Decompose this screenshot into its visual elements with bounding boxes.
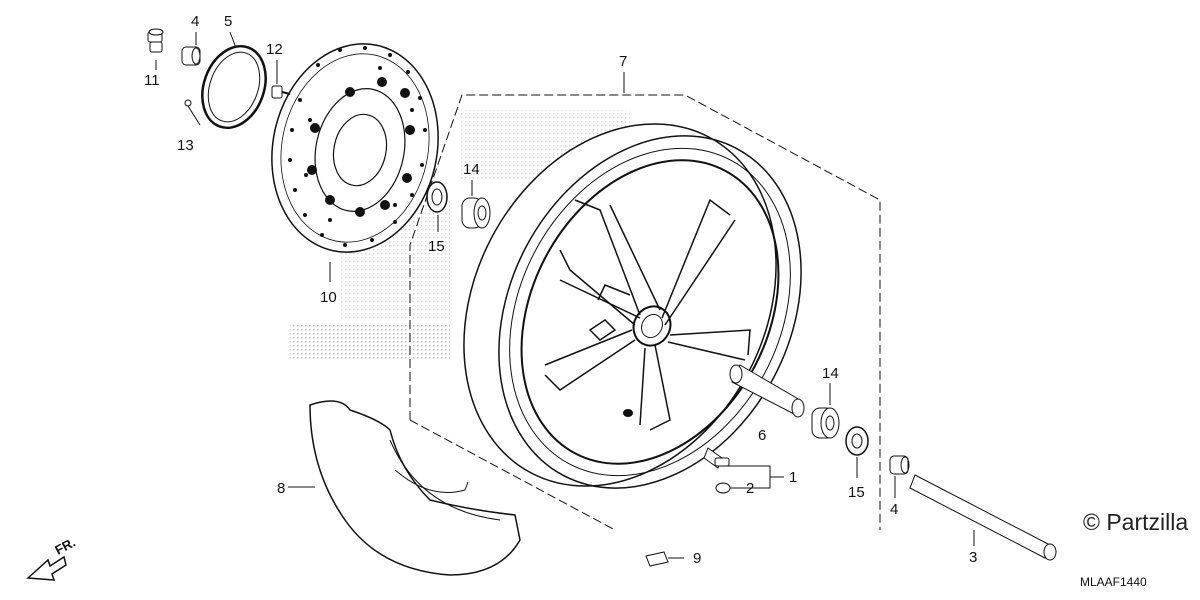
callout-8: 8 (277, 480, 285, 497)
bearing-14-left (461, 197, 491, 229)
diagram-code: MLAAF1440 (1080, 575, 1147, 589)
callout-12: 12 (266, 41, 283, 58)
callout-14-right: 14 (822, 365, 839, 382)
valve-hole (623, 409, 633, 417)
assembly-outline (409, 94, 881, 531)
callout-7: 7 (619, 53, 627, 70)
wheel-spokes (544, 198, 751, 431)
collar-6 (729, 364, 805, 418)
valve-stem (703, 447, 730, 469)
callout-2: 2 (746, 480, 754, 497)
axle-3 (909, 474, 1057, 561)
screw-13 (184, 99, 192, 107)
leader-lines (155, 31, 975, 559)
collar-4-right (889, 455, 910, 475)
callout-15-left: 15 (428, 238, 445, 255)
seal-15-left (426, 181, 448, 213)
callout-6: 6 (758, 427, 766, 444)
callout-labels: 1 2 3 4 4 5 6 7 8 9 10 11 12 13 14 14 15… (144, 13, 977, 567)
fender-8 (309, 400, 521, 576)
callout-4-bottom: 4 (890, 501, 898, 518)
callout-15-right: 15 (848, 484, 865, 501)
callout-5: 5 (224, 13, 232, 30)
callout-10: 10 (320, 289, 337, 306)
o-ring (715, 482, 731, 494)
seal-15-right (845, 426, 869, 456)
callout-14-left: 14 (463, 161, 480, 178)
bearing-14-right (811, 407, 840, 439)
callout-11: 11 (144, 72, 160, 89)
callout-13: 13 (177, 137, 194, 154)
front-direction-arrow: FR. (26, 535, 78, 581)
disc-holes (288, 46, 427, 247)
collar-4-left (181, 46, 201, 66)
direction-label: FR. (52, 535, 78, 558)
bolt-11 (147, 28, 164, 53)
callout-9: 9 (693, 550, 701, 567)
callout-4-top: 4 (191, 13, 199, 30)
watermark: © Partzilla (1083, 509, 1188, 535)
callout-1: 1 (789, 469, 797, 486)
bolt-12 (271, 85, 291, 99)
balance-weight (645, 551, 669, 567)
disc-rivets (307, 77, 415, 217)
brake-disc (271, 43, 439, 253)
callout-3: 3 (969, 549, 977, 566)
sensor-ring (201, 44, 267, 130)
